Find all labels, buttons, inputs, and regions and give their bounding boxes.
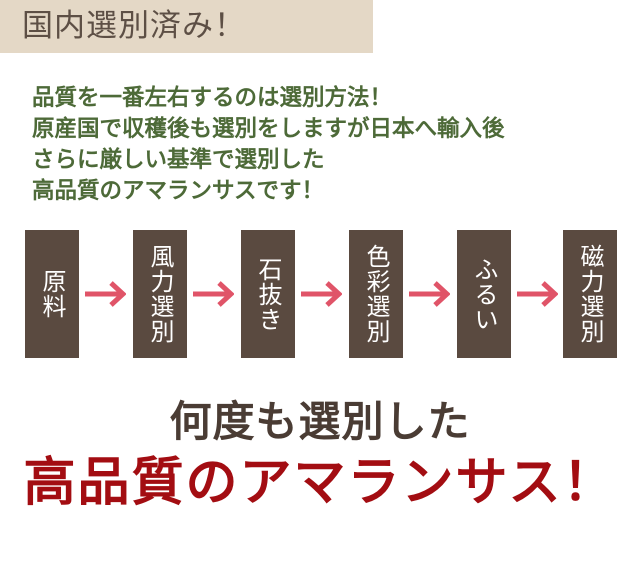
right-arrow-icon	[193, 281, 234, 307]
right-arrow-icon	[85, 281, 126, 307]
intro-line-1: 品質を一番左右するのは選別方法！	[32, 85, 393, 111]
closing-title: 高品質のアマランサス！	[23, 452, 617, 513]
step-label: 石抜き	[254, 256, 282, 332]
step-label: 風力選別	[146, 244, 174, 344]
step-color-sorting: 色彩選別	[349, 230, 403, 358]
right-arrow-icon	[301, 281, 342, 307]
right-arrow-icon	[517, 281, 558, 307]
intro-line-2: 原産国で収穫後も選別をしますが日本へ輸入後	[32, 116, 505, 142]
selection-process-flow: 原料 風力選別 石抜き 色彩選別 ふるい 磁力選別	[0, 230, 640, 358]
step-label: 原料	[38, 269, 66, 319]
header-title: 国内選別済み！	[22, 8, 246, 44]
step-label: 磁力選別	[576, 244, 604, 344]
intro-paragraph: 品質を一番左右するのは選別方法！ 原産国で収穫後も選別をしますが日本へ輸入後 さ…	[32, 83, 632, 207]
step-label: 色彩選別	[362, 244, 390, 344]
header-band: 国内選別済み！	[0, 0, 373, 53]
right-arrow-icon	[409, 281, 450, 307]
intro-line-3: さらに厳しい基準で選別した	[32, 147, 325, 173]
step-stone-removal: 石抜き	[241, 230, 295, 358]
step-label: ふるい	[470, 256, 498, 332]
step-raw-material: 原料	[25, 230, 79, 358]
step-wind-sorting: 風力選別	[133, 230, 187, 358]
step-magnetic-sorting: 磁力選別	[563, 230, 617, 358]
closing-subtitle: 何度も選別した	[169, 397, 471, 446]
step-sieving: ふるい	[457, 230, 511, 358]
intro-line-4: 高品質のアマランサスです！	[32, 178, 325, 204]
